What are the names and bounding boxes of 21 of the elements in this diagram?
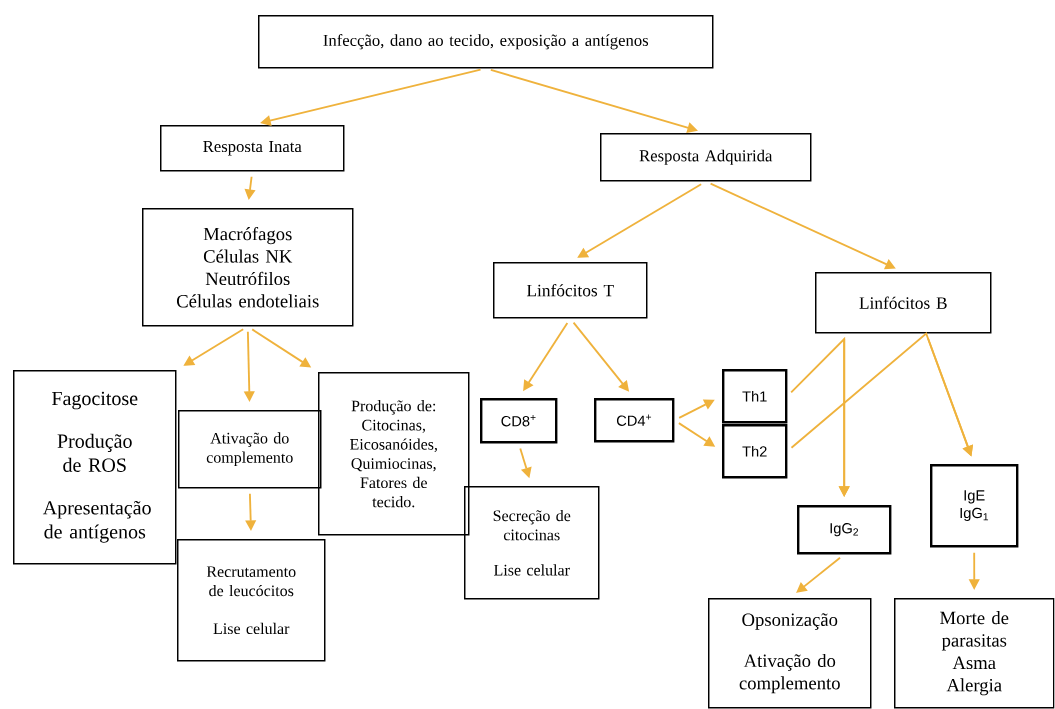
- text-box: Resposta Adquirida: [600, 133, 812, 182]
- arrow: [577, 183, 703, 258]
- text-box: IgE IgG$_{1}$: [930, 464, 1019, 548]
- text-box: Recrutamento de leucócitos Lise celular: [177, 539, 326, 662]
- text-box: Produção de: Citocinas, Eicosanóides, Quimiocinas, Fatores de tecido.: [318, 372, 470, 536]
- text-box: Th1: [722, 369, 788, 424]
- text-box: Ativação do complemento: [178, 410, 322, 489]
- text-box: Linfócitos T: [493, 262, 648, 319]
- text-box: CD8$^{+}$: [480, 398, 558, 444]
- arrow: [796, 556, 841, 593]
- text-box: Linfócitos B: [815, 272, 992, 334]
- text-box: Resposta Inata: [160, 125, 345, 172]
- text-box: Opsonização Ativação do complemento: [708, 598, 872, 709]
- text-box: Th2: [722, 424, 788, 479]
- text-box: IgG$_{2}$: [797, 505, 892, 555]
- text-box: Morte de parasitas Asma Alergia: [894, 598, 1055, 709]
- text-box: Secreção de citocinas Lise celular: [464, 486, 600, 600]
- text-box: Infecção, dano ao tecido, exposição a antígenos: [258, 15, 714, 69]
- text-box: Fagocitose Produção de ROS Apresentação de antígenos: [13, 370, 177, 565]
- text-box: Macrófagos Células NK Neutrófilos Células endoteliais: [142, 208, 354, 327]
- text-box: CD4$^{+}$: [594, 398, 675, 443]
